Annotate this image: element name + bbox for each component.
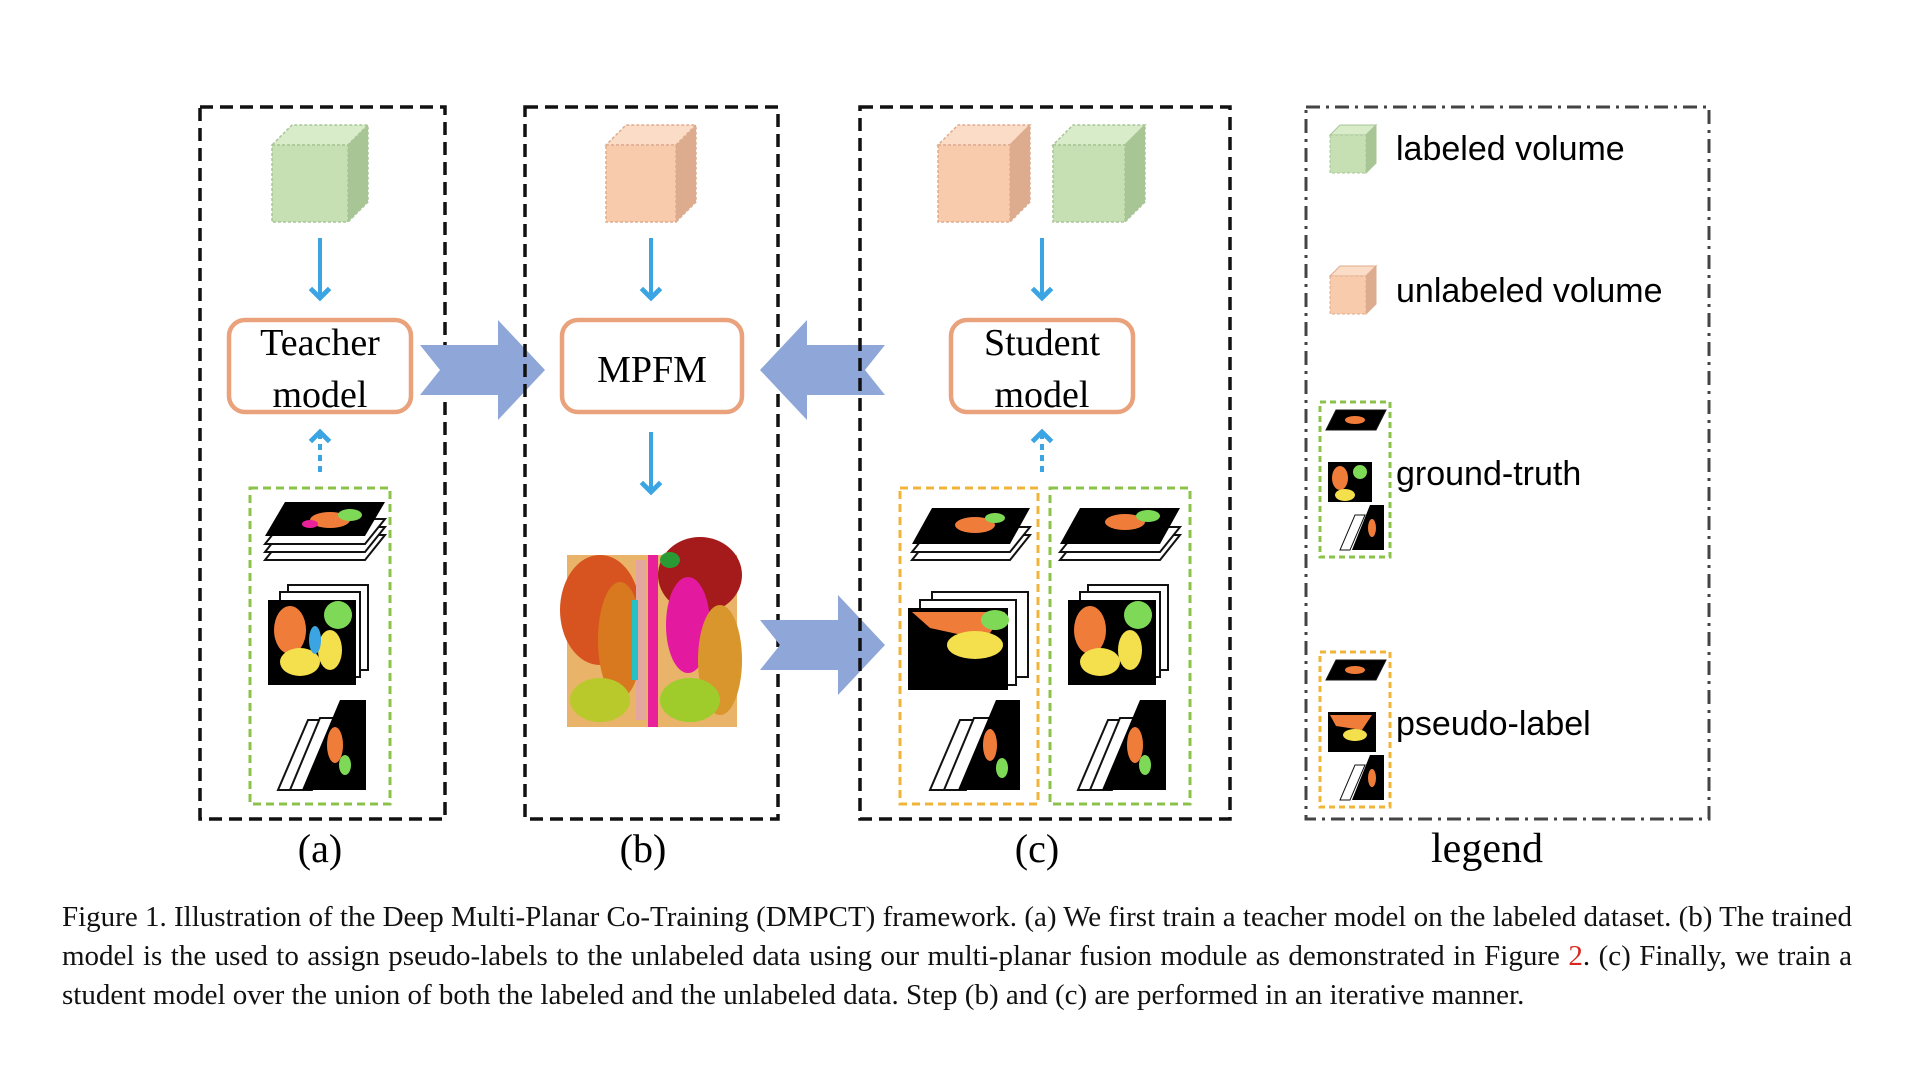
unlabeled-volume-swatch-icon xyxy=(1328,264,1378,316)
ground-truth-swatch-icon xyxy=(1318,400,1392,559)
teacher-model-line2: model xyxy=(273,374,368,416)
labeled-volume-cube xyxy=(270,123,370,224)
panel-c: Student model xyxy=(858,105,1232,871)
3d-organ-segmentation-image xyxy=(560,537,742,727)
fat-arrow-left-icon xyxy=(760,320,885,420)
fat-arrow-right-icon xyxy=(760,595,885,695)
pseudo-label-swatch-icon xyxy=(1318,650,1392,809)
panel-a-frame xyxy=(198,105,447,821)
legend-pseudo-label: pseudo-label xyxy=(1396,705,1591,743)
panel-a-label: (a) xyxy=(298,826,342,871)
ground-truth-stack xyxy=(248,486,392,806)
panel-b-frame xyxy=(523,105,780,821)
panel-b-label: (b) xyxy=(620,826,667,871)
legend-title: legend xyxy=(1431,826,1543,872)
coronal-slices-icon xyxy=(268,584,369,685)
pseudo-label-stack xyxy=(898,486,1040,806)
sagittal-slices-icon xyxy=(276,700,366,791)
labeled-volume-swatch-icon xyxy=(1328,123,1378,175)
ground-truth-stack xyxy=(1048,486,1192,806)
student-model-line1: Student xyxy=(984,322,1101,364)
framework-diagram: Teacher model xyxy=(198,105,1711,872)
student-model-box xyxy=(948,317,1136,415)
figure-reference-link[interactable]: 2 xyxy=(1568,940,1583,972)
student-model-line2: model xyxy=(995,374,1090,416)
panel-c-frame xyxy=(858,105,1232,821)
figure-caption: Figure 1. Illustration of the Deep Multi… xyxy=(62,898,1852,1015)
axial-slices-icon xyxy=(262,502,388,561)
legend: labeled volume unlabeled volume ground-t… xyxy=(1304,105,1711,872)
legend-frame xyxy=(1304,105,1711,821)
caption-text-part2: . (c) Finally, we train a student model … xyxy=(62,940,1852,1011)
caption-text-part1: Figure 1. Illustration of the Deep Multi… xyxy=(62,901,1852,972)
unlabeled-volume-cube xyxy=(604,123,698,224)
legend-labeled-volume: labeled volume xyxy=(1396,130,1625,168)
legend-ground-truth: ground-truth xyxy=(1396,455,1581,493)
teacher-model-line1: Teacher xyxy=(260,322,380,364)
panel-c-label: (c) xyxy=(1015,826,1059,871)
mpfm-box xyxy=(559,317,745,415)
labeled-volume-cube xyxy=(1051,123,1147,224)
fat-arrow-right-icon xyxy=(420,320,545,420)
mpfm-label: MPFM xyxy=(597,349,707,391)
legend-unlabeled-volume: unlabeled volume xyxy=(1396,272,1663,310)
unlabeled-volume-cube xyxy=(936,123,1032,224)
teacher-model-box xyxy=(226,317,414,415)
panel-a: Teacher model xyxy=(198,105,447,871)
panel-b: MPFM (b) xyxy=(523,105,780,871)
